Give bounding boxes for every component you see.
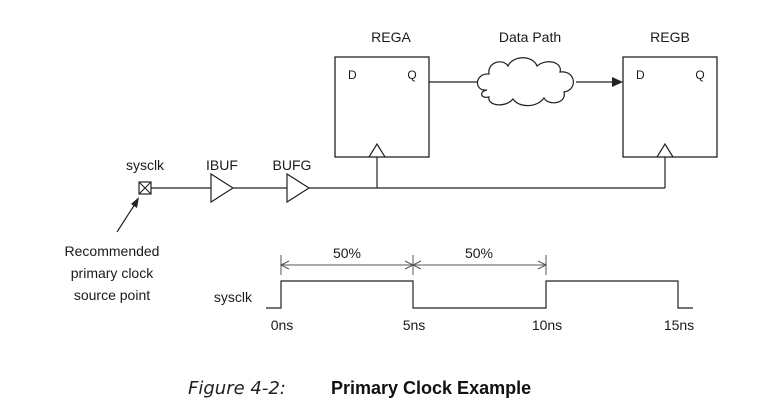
register-rega: REGA D Q	[334, 29, 430, 158]
rega-clock-pin-icon	[368, 142, 386, 158]
clock-tree: sysclk IBUF BUFG	[126, 157, 666, 204]
register-regb: REGB D Q	[622, 29, 718, 158]
arrow-up-icon	[131, 197, 139, 208]
rega-q-pin: Q	[407, 68, 416, 82]
data-path: Data Path	[429, 29, 623, 107]
clock-waveform: sysclk 50% 50% 0ns 5ns 10ns 15ns	[214, 245, 694, 333]
figure-number: Figure 4-2:	[188, 378, 286, 399]
annotation-line-3: source point	[74, 287, 150, 303]
time-label-2: 10ns	[532, 317, 562, 333]
dim-arrow-left-icon	[279, 260, 290, 270]
annotation-leader-line	[116, 203, 136, 233]
time-label-3: 15ns	[664, 317, 694, 333]
regb-box	[622, 56, 718, 158]
regb-d-pin: D	[636, 68, 645, 82]
bufg-label: BUFG	[273, 157, 312, 173]
regb-label: REGB	[650, 29, 690, 45]
bufg-buffer-icon	[286, 172, 311, 204]
regb-clock-pin-icon	[656, 142, 674, 158]
cloud-icon	[476, 57, 574, 107]
dim-arrow-right-icon	[537, 260, 548, 270]
sysclk-port-label: sysclk	[126, 157, 165, 173]
time-label-0: 0ns	[271, 317, 294, 333]
figure-caption: Figure 4-2: Primary Clock Example	[188, 378, 531, 399]
low-phase-percent: 50%	[465, 245, 493, 261]
source-point-annotation: Recommended primary clock source point	[65, 197, 160, 303]
regb-q-pin: Q	[695, 68, 704, 82]
dim-arrow-left-icon	[411, 260, 422, 270]
arrow-right-icon	[612, 77, 623, 87]
waveform-signal-label: sysclk	[214, 289, 253, 305]
sysclk-waveform-trace	[266, 280, 693, 309]
figure-title: Primary Clock Example	[331, 378, 531, 398]
annotation-line-2: primary clock	[71, 265, 154, 281]
data-path-label: Data Path	[499, 29, 561, 45]
high-phase-percent: 50%	[333, 245, 361, 261]
time-label-1: 5ns	[403, 317, 426, 333]
annotation-line-1: Recommended	[65, 243, 160, 259]
rega-box	[334, 56, 430, 158]
ibuf-buffer-icon	[210, 172, 235, 204]
rega-label: REGA	[371, 29, 411, 45]
ibuf-label: IBUF	[206, 157, 238, 173]
input-port-icon	[138, 181, 152, 195]
rega-d-pin: D	[348, 68, 357, 82]
